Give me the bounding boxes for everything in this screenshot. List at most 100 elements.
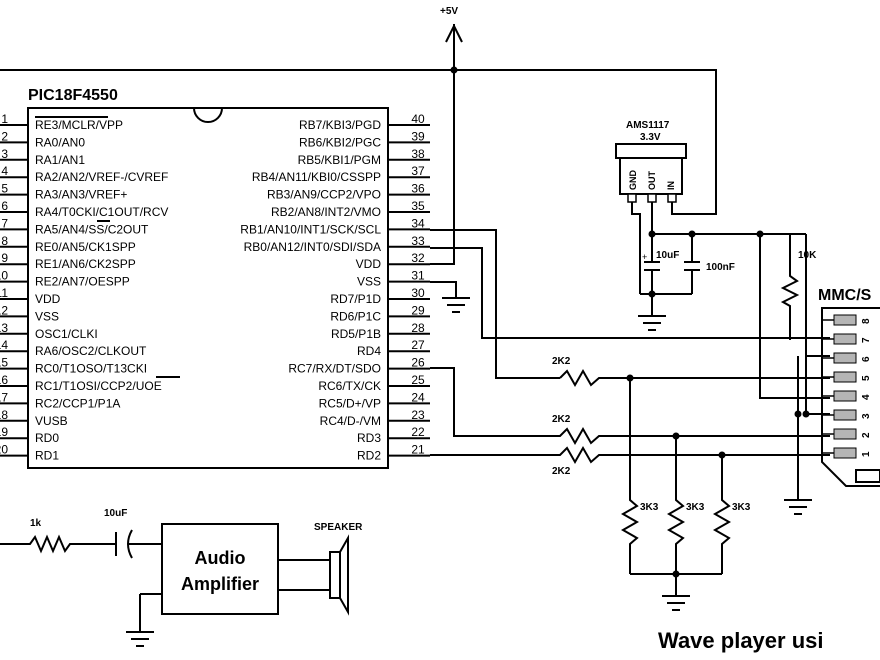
mcu-pin-number: 25 <box>411 373 425 387</box>
mcu-pin-number: 3 <box>1 147 8 161</box>
mcu-pin-label: RD7/P1D <box>330 292 381 306</box>
mcu-pin-number: 21 <box>411 443 425 457</box>
mcu-pin-number: 11 <box>0 286 8 300</box>
vss-ground-icon <box>442 297 470 313</box>
mcu-pin-number: 20 <box>0 443 8 457</box>
mcu-pin-number: 34 <box>411 216 425 230</box>
resistor-3k3-1 <box>620 378 640 574</box>
mcu-pin-number: 2 <box>1 129 8 143</box>
reg-ground-icon <box>638 315 666 331</box>
cap-10uf-reg <box>644 234 660 294</box>
junction-gnd-reg <box>648 290 656 298</box>
mcu-pin-number: 28 <box>411 321 425 335</box>
card-latch <box>855 469 880 483</box>
resistor-2k2-3 <box>430 445 830 465</box>
mcu-pin-number: 30 <box>411 286 425 300</box>
supply-label: +5V <box>440 6 458 17</box>
mcu-pin-label: RE1/AN6/CK2SPP <box>35 257 136 271</box>
mcu-pin-label: RD3 <box>357 431 381 445</box>
resistor-2k2-2-label: 2K2 <box>552 414 571 425</box>
reg-pin-in: IN <box>666 181 676 190</box>
mcu-pin-number: 5 <box>1 182 8 196</box>
reg-pin-out: OUT <box>647 171 657 191</box>
audio-amplifier-block <box>161 523 279 615</box>
mcu-pin-label: RB2/AN8/INT2/VMO <box>271 205 381 219</box>
resistor-10k <box>780 234 800 340</box>
mcu-pin-label: RC7/RX/DT/SDO <box>288 362 381 376</box>
card-pin-number: 2 <box>861 432 872 438</box>
mcu-pin-number: 32 <box>411 251 425 265</box>
junction-supply <box>450 66 458 74</box>
mcu-pin-number: 9 <box>1 251 8 265</box>
mcu-pin-number: 6 <box>1 199 8 213</box>
mcu-pin-label: RD5/P1B <box>331 327 381 341</box>
mcu-pin-number: 36 <box>411 182 425 196</box>
mcu-pin-label: RA4/T0CKI/C1OUT/RCV <box>35 205 168 219</box>
regulator-voltage: 3.3V <box>640 132 661 143</box>
wire-vcc-card <box>805 234 830 415</box>
mcu-pin-label: RD2 <box>357 449 381 463</box>
mcu-pin-number: 35 <box>411 199 425 213</box>
mcu-pin-number: 31 <box>411 269 425 283</box>
mcu-pin-number: 24 <box>411 390 425 404</box>
resistor-3k3-2-label: 3K3 <box>686 502 705 513</box>
cap-polarity: + <box>642 252 647 262</box>
mcu-pin-label: RD1 <box>35 449 59 463</box>
mcu-pin-label: VUSB <box>35 414 68 428</box>
mcu-pin-number: 27 <box>411 338 425 352</box>
mcu-pin-label: VDD <box>356 257 382 271</box>
mcu-pin-number: 10 <box>0 269 8 283</box>
cap-100nf <box>684 234 700 294</box>
vdd-wire <box>430 44 455 265</box>
mcu-pin-label: RB7/KBI3/PGD <box>299 118 381 132</box>
mcu-pin-number: 39 <box>411 129 425 143</box>
cap-c2-label: 100nF <box>706 262 735 273</box>
mcu-pin-label: RA5/AN4/SS/C2OUT <box>35 222 149 236</box>
reg-leg-gnd <box>627 193 637 203</box>
mcu-pin-label: OSC1/CLKI <box>35 327 98 341</box>
mcu-pin-label: RD4 <box>357 344 381 358</box>
mcu-pin-label: RC5/D+/VP <box>319 396 381 410</box>
resistor-1k <box>0 534 116 554</box>
resistor-10k-label: 10K <box>798 250 817 261</box>
wire-sda <box>430 247 830 339</box>
resistor-2k2-2 <box>430 367 830 446</box>
reg-leg-out <box>647 193 657 203</box>
speaker-label: SPEAKER <box>314 522 363 533</box>
card-pin-pad <box>833 371 857 383</box>
mcu-pin-label: VSS <box>357 275 381 289</box>
mcu-pin-number: 14 <box>0 338 8 352</box>
mcu-pin-label: RC1/T1OSI/CCP2/UOE <box>35 379 162 393</box>
mcu-pin-number: 38 <box>411 147 425 161</box>
mcu-pin-number: 7 <box>1 216 8 230</box>
mcu-pin-number: 13 <box>0 321 8 335</box>
cap-c1-label: 10uF <box>656 250 679 261</box>
resistor-3k3-3-label: 3K3 <box>732 502 751 513</box>
mcu-pin-number: 8 <box>1 234 8 248</box>
mcu-pin-label: RB0/AN12/INT0/SDI/SDA <box>244 240 381 254</box>
junction-div-gnd <box>672 570 680 578</box>
mcu-pin-number: 37 <box>411 164 425 178</box>
mcu-pin-label: RC6/TX/CK <box>318 379 381 393</box>
mcu-pin-number: 33 <box>411 234 425 248</box>
mcu-pin-label: RC4/D-/VM <box>320 414 381 428</box>
mcu-pin-label: RC0/T1OSO/T13CKI <box>35 362 147 376</box>
card-pin-number: 1 <box>861 451 872 457</box>
mcu-pin-label: RB4/AN11/KBI0/CSSPP <box>252 170 381 184</box>
supply-bus <box>0 69 717 215</box>
mcu-pin-number: 16 <box>0 373 8 387</box>
card-ground-icon <box>784 499 812 515</box>
mcu-pin-number: 15 <box>0 356 8 370</box>
wire-sck <box>430 229 560 379</box>
mcu-pin-label: RD0 <box>35 431 59 445</box>
card-pin-number: 6 <box>861 356 872 362</box>
cap-c3-label: 10uF <box>104 508 127 519</box>
card-pin-pad <box>833 409 857 421</box>
resistor-2k2-3-label: 2K2 <box>552 466 571 477</box>
supply-arrow <box>445 23 463 43</box>
amp-label-line2: Amplifier <box>181 574 259 594</box>
resistor-3k3-2 <box>666 436 686 574</box>
resistor-1k-label: 1k <box>30 518 42 529</box>
